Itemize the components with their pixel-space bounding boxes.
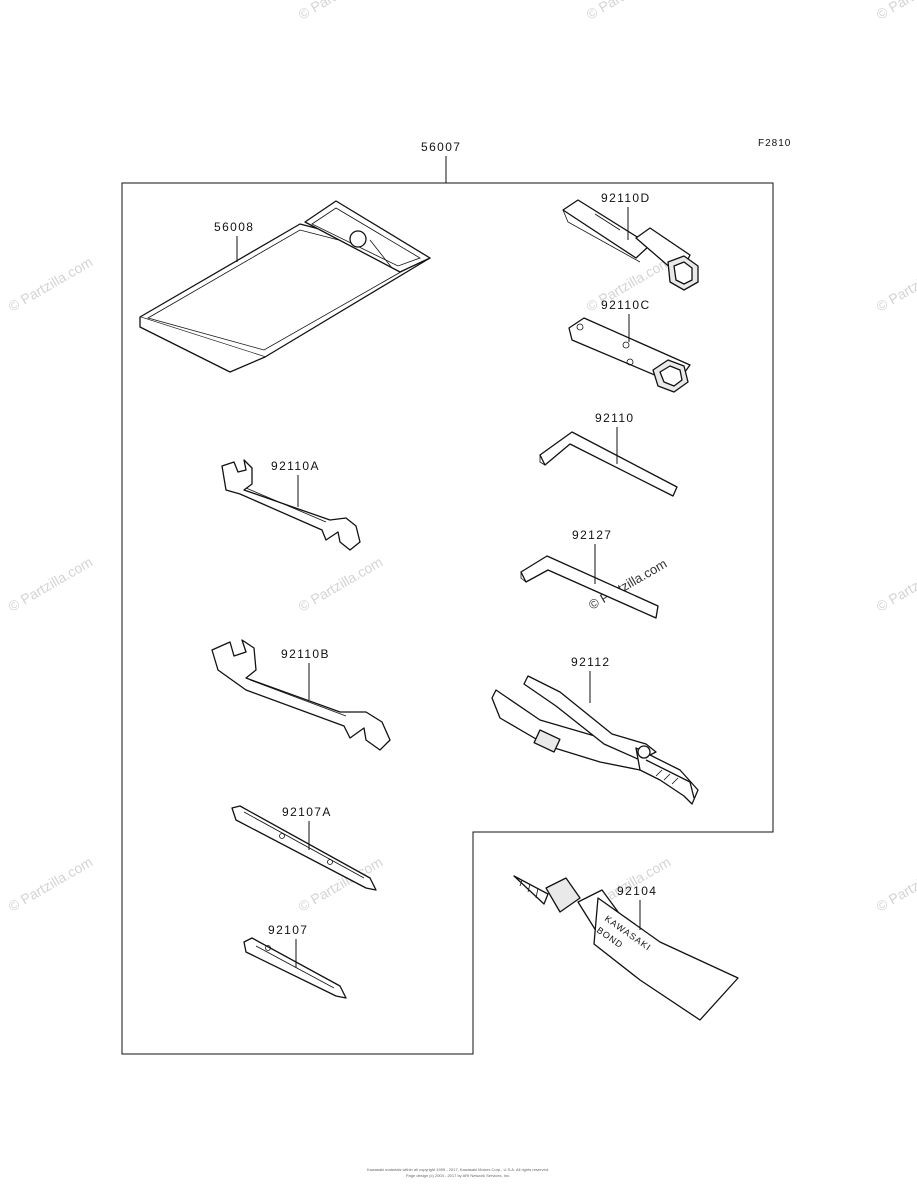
part-label-92104: 92104 xyxy=(617,884,657,898)
watermark: © Partzilla.com xyxy=(584,0,674,23)
watermark: © Partzilla.com xyxy=(296,0,386,23)
watermark: © Partzilla.com xyxy=(6,554,96,615)
watermark: © Partzilla.com xyxy=(6,854,96,915)
watermark: © Partzilla.com xyxy=(874,254,917,315)
figure-code: F2810 xyxy=(758,138,791,149)
screwdriver-92107 xyxy=(243,937,347,999)
watermark: © Partzilla.com xyxy=(6,254,96,315)
part-label-92107: 92107 xyxy=(268,923,308,937)
footer-design: Page design (c) 2004 - 2017 by ARI Netwo… xyxy=(406,1173,510,1178)
box-wrench-92110d xyxy=(562,199,699,291)
box-wrench-92110c xyxy=(568,317,691,393)
pliers-92112 xyxy=(491,675,699,805)
bond-tube-92104: KAWASAKI BOND xyxy=(513,875,739,1021)
footer-copyright: Kawasaki materials within all copyright … xyxy=(367,1167,549,1172)
part-label-92110b: 92110B xyxy=(281,647,330,661)
watermark: © Partzilla.com xyxy=(874,554,917,615)
screwdriver-bit-92107a xyxy=(231,805,377,891)
part-label-92110d: 92110D xyxy=(601,191,651,205)
assembly-boundary xyxy=(121,182,774,1055)
wrench-92110b xyxy=(211,639,391,751)
part-label-92112: 92112 xyxy=(571,655,610,669)
tool-bag xyxy=(139,200,431,373)
wrench-92110a xyxy=(221,459,361,551)
part-label-92127: 92127 xyxy=(572,528,612,542)
hex-key-92110 xyxy=(539,431,678,497)
watermark: © Partzilla.com xyxy=(874,854,917,915)
part-label-92110: 92110 xyxy=(595,411,634,425)
watermark: © Partzilla.com xyxy=(296,554,386,615)
part-label-92110c: 92110C xyxy=(601,298,651,312)
part-label-56008: 56008 xyxy=(214,220,254,234)
assembly-label: 56007 xyxy=(421,140,461,154)
part-label-92107a: 92107A xyxy=(282,805,332,819)
part-label-92110a: 92110A xyxy=(271,459,320,473)
hex-key-92127 xyxy=(520,555,659,619)
watermark: © Partzilla.com xyxy=(874,0,917,23)
